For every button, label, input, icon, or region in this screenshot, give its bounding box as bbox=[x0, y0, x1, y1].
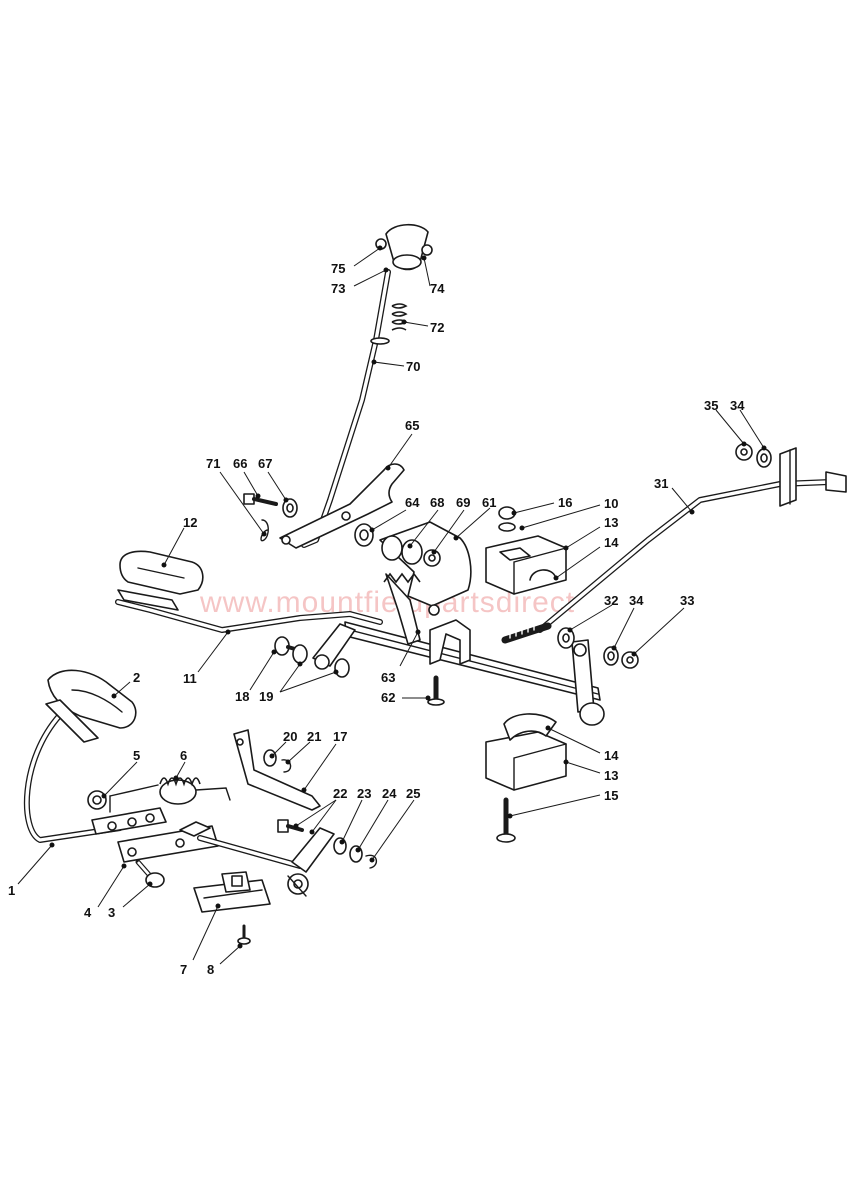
brake-pedal-assembly bbox=[23, 669, 167, 843]
nut-35 bbox=[735, 443, 753, 461]
shaft-bracket bbox=[428, 604, 471, 665]
callout-71: 71 bbox=[206, 456, 220, 471]
callout-2: 2 bbox=[133, 670, 140, 685]
clip-21 bbox=[281, 759, 292, 773]
control-rod-31 bbox=[537, 447, 847, 633]
washer-24 bbox=[349, 845, 363, 863]
callout-23: 23 bbox=[357, 786, 371, 801]
callout-1: 1 bbox=[8, 883, 15, 898]
washer-67 bbox=[282, 498, 298, 518]
callout-22: 22 bbox=[333, 786, 347, 801]
callout-70: 70 bbox=[406, 359, 420, 374]
height-lever bbox=[301, 223, 433, 548]
callout-13-upper: 13 bbox=[604, 515, 618, 530]
callout-15: 15 bbox=[604, 788, 618, 803]
callout-16: 16 bbox=[558, 495, 572, 510]
callout-66: 66 bbox=[233, 456, 247, 471]
callout-68: 68 bbox=[430, 495, 444, 510]
bolt-15 bbox=[496, 797, 516, 843]
callout-21: 21 bbox=[307, 729, 321, 744]
callout-72: 72 bbox=[430, 320, 444, 335]
callout-11: 11 bbox=[183, 671, 197, 686]
screw-8 bbox=[237, 924, 251, 945]
callout-31: 31 bbox=[654, 476, 668, 491]
callout-61: 61 bbox=[482, 495, 496, 510]
nut-16 bbox=[498, 506, 516, 532]
lever-plate-61 bbox=[379, 521, 472, 645]
washer-34-lower bbox=[603, 646, 619, 666]
lever-quadrant-65 bbox=[279, 463, 405, 549]
callout-32: 32 bbox=[604, 593, 618, 608]
threaded-end bbox=[501, 622, 552, 644]
bolt-66 bbox=[243, 493, 278, 506]
callout-4: 4 bbox=[84, 905, 92, 920]
callout-24: 24 bbox=[382, 786, 397, 801]
clip-25 bbox=[365, 854, 377, 869]
pedal-bracket bbox=[117, 821, 335, 897]
callout-14-upper: 14 bbox=[604, 535, 619, 550]
washer-20 bbox=[263, 749, 277, 767]
callout-7: 7 bbox=[180, 962, 187, 977]
callout-34-upper: 34 bbox=[730, 398, 745, 413]
callout-63: 63 bbox=[381, 670, 395, 685]
link-17 bbox=[233, 729, 321, 811]
callout-74: 74 bbox=[430, 281, 445, 296]
guide-block-13-lower bbox=[485, 713, 567, 791]
callout-62: 62 bbox=[381, 690, 395, 705]
callout-20: 20 bbox=[283, 729, 297, 744]
callouts: 1 2 3 4 5 6 7 8 10 11 12 13 14 bbox=[8, 245, 767, 977]
washer-32 bbox=[557, 627, 575, 649]
nut-69 bbox=[423, 549, 441, 567]
spring-63 bbox=[383, 572, 421, 584]
mounting-bracket-7 bbox=[193, 871, 271, 913]
bushing-68 bbox=[381, 535, 423, 565]
callout-12: 12 bbox=[183, 515, 197, 530]
callout-5: 5 bbox=[133, 748, 140, 763]
clip-71 bbox=[260, 519, 269, 542]
callout-64: 64 bbox=[405, 495, 420, 510]
return-spring bbox=[109, 777, 231, 813]
callout-6: 6 bbox=[180, 748, 187, 763]
callout-10: 10 bbox=[604, 496, 618, 511]
washers-19 bbox=[292, 644, 350, 678]
callout-8: 8 bbox=[207, 962, 214, 977]
callout-33: 33 bbox=[680, 593, 694, 608]
callout-35: 35 bbox=[704, 398, 718, 413]
callout-18: 18 bbox=[235, 689, 249, 704]
guide-block-13-upper bbox=[485, 535, 567, 595]
main-cross-shaft bbox=[115, 599, 605, 726]
callout-65: 65 bbox=[405, 418, 419, 433]
callout-25: 25 bbox=[406, 786, 420, 801]
callout-73: 73 bbox=[331, 281, 345, 296]
callout-69: 69 bbox=[456, 495, 470, 510]
washer-23 bbox=[333, 837, 347, 855]
callout-67: 67 bbox=[258, 456, 272, 471]
callout-17: 17 bbox=[333, 729, 347, 744]
callout-13-lower: 13 bbox=[604, 768, 618, 783]
washer-34-upper bbox=[756, 448, 772, 468]
callout-3: 3 bbox=[108, 905, 115, 920]
bolt-62 bbox=[427, 675, 445, 706]
callout-75: 75 bbox=[331, 261, 345, 276]
bushing-64 bbox=[354, 523, 374, 547]
callout-14-lower: 14 bbox=[604, 748, 619, 763]
callout-34-lower: 34 bbox=[629, 593, 644, 608]
nut-5 bbox=[87, 790, 107, 810]
callout-19: 19 bbox=[259, 689, 273, 704]
pedal-pad-12 bbox=[117, 550, 204, 611]
